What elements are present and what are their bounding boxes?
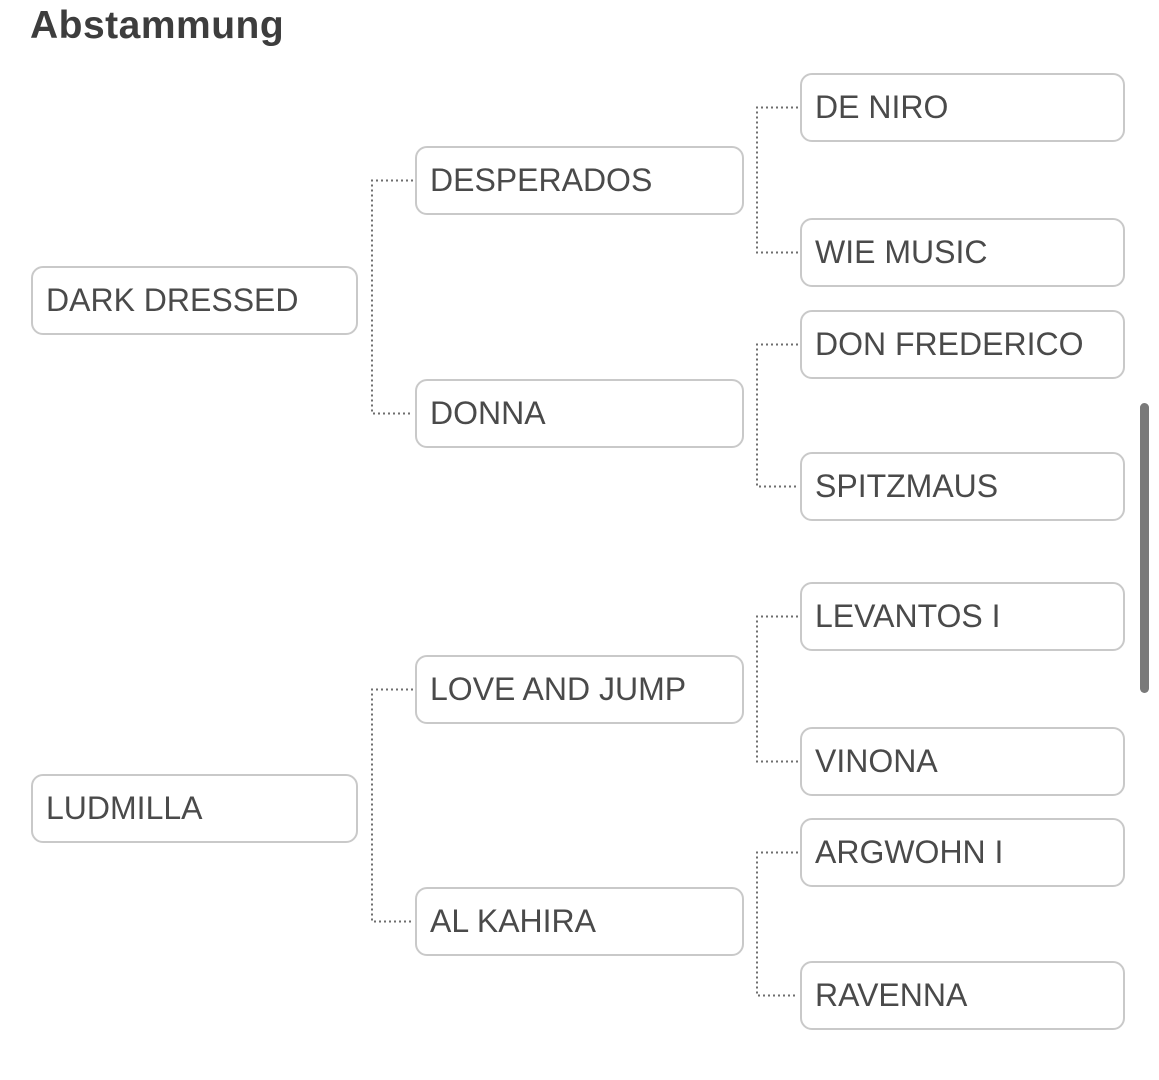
pedigree-node-love-and-jump[interactable]: LOVE AND JUMP bbox=[415, 655, 744, 724]
pedigree-node-argwohn-i[interactable]: ARGWOHN I bbox=[800, 818, 1125, 887]
connector-desperados-parents bbox=[756, 106, 798, 254]
pedigree-node-levantos-i[interactable]: LEVANTOS I bbox=[800, 582, 1125, 651]
pedigree-node-wie-music[interactable]: WIE MUSIC bbox=[800, 218, 1125, 287]
scrollbar-thumb[interactable] bbox=[1140, 403, 1149, 693]
connector-love-and-jump-parents bbox=[756, 615, 798, 763]
connector-al-kahira-parents bbox=[756, 851, 798, 997]
pedigree-node-don-frederico[interactable]: DON FREDERICO bbox=[800, 310, 1125, 379]
pedigree-node-ludmilla[interactable]: LUDMILLA bbox=[31, 774, 358, 843]
pedigree-node-al-kahira[interactable]: AL KAHIRA bbox=[415, 887, 744, 956]
pedigree-node-dark-dressed[interactable]: DARK DRESSED bbox=[31, 266, 358, 335]
pedigree-node-vinona[interactable]: VINONA bbox=[800, 727, 1125, 796]
pedigree-node-de-niro[interactable]: DE NIRO bbox=[800, 73, 1125, 142]
connector-dark-dressed-parents bbox=[371, 179, 413, 415]
pedigree-node-donna[interactable]: DONNA bbox=[415, 379, 744, 448]
connector-ludmilla-parents bbox=[371, 688, 413, 923]
connector-donna-parents bbox=[756, 343, 798, 488]
pedigree-node-ravenna[interactable]: RAVENNA bbox=[800, 961, 1125, 1030]
pedigree-node-desperados[interactable]: DESPERADOS bbox=[415, 146, 744, 215]
pedigree-node-spitzmaus[interactable]: SPITZMAUS bbox=[800, 452, 1125, 521]
page-title: Abstammung bbox=[30, 4, 285, 47]
